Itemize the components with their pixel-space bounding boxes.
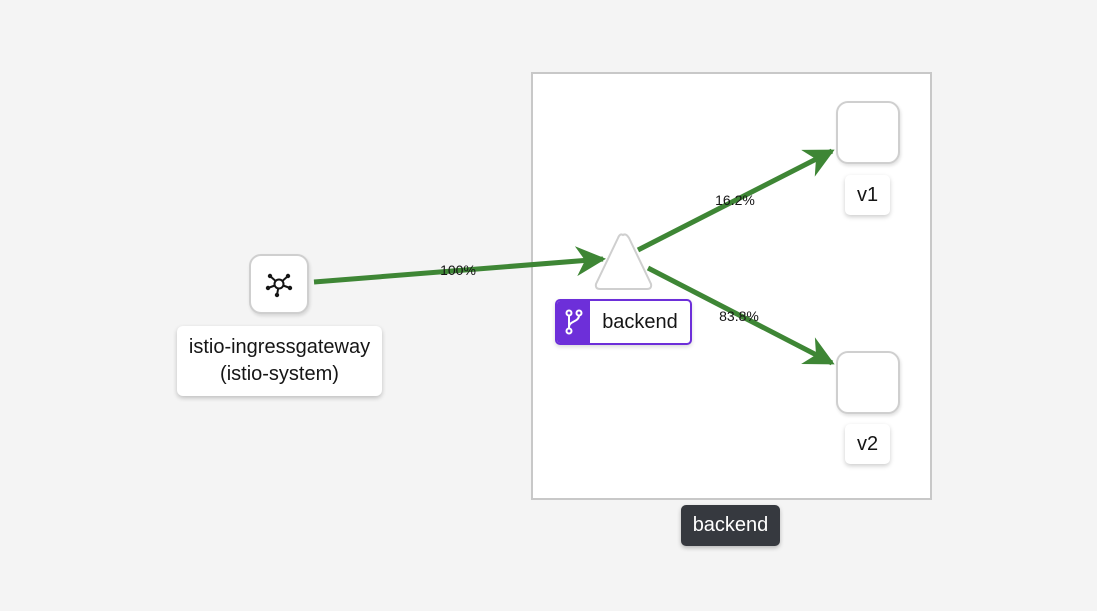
edge-service-to-v2[interactable] bbox=[646, 265, 835, 366]
service-label-text: backend bbox=[602, 310, 678, 333]
git-branch-icon bbox=[565, 309, 582, 335]
service-label[interactable]: backend bbox=[555, 299, 692, 345]
gateway-label[interactable]: istio-ingressgateway (istio-system) bbox=[177, 326, 382, 396]
workload-label-v2[interactable]: v2 bbox=[845, 424, 890, 464]
edge-gateway-to-service[interactable] bbox=[313, 246, 606, 285]
gateway-namespace: (istio-system) bbox=[220, 363, 339, 385]
edge-label-service-to-v1: 16.2% bbox=[715, 192, 755, 208]
gateway-icon bbox=[265, 273, 293, 298]
workload-node-v2[interactable] bbox=[836, 351, 900, 414]
edge-label-service-to-v2: 83.8% bbox=[719, 308, 759, 324]
edge-label-gateway-to-service: 100% bbox=[440, 262, 476, 278]
service-node-triangle[interactable] bbox=[594, 233, 653, 290]
edge-service-to-v1[interactable] bbox=[636, 148, 835, 253]
app-group-label[interactable]: backend bbox=[681, 505, 780, 546]
workload-label-v1[interactable]: v1 bbox=[845, 175, 890, 215]
gateway-name: istio-ingressgateway bbox=[188, 336, 371, 358]
gateway-node[interactable] bbox=[249, 254, 309, 314]
workload-node-v1[interactable] bbox=[836, 101, 900, 164]
service-badge bbox=[557, 301, 590, 343]
